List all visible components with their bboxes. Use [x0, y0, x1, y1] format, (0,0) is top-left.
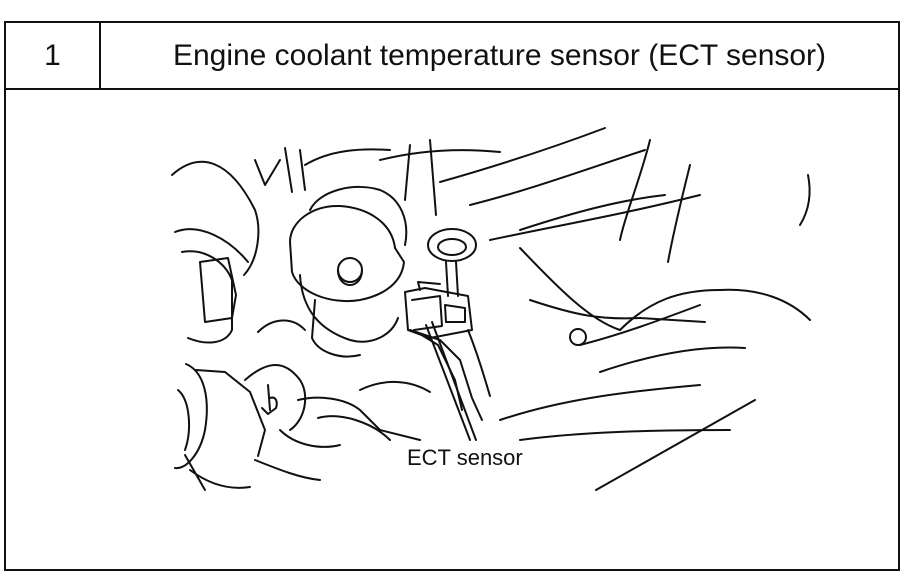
- ect-sensor-callout: ECT sensor: [407, 445, 523, 470]
- procedure-header-row: 1 Engine coolant temperature sensor (ECT…: [6, 23, 898, 90]
- procedure-table: 1 Engine coolant temperature sensor (ECT…: [4, 21, 900, 571]
- step-title: Engine coolant temperature sensor (ECT s…: [172, 38, 827, 72]
- step-number: 1: [6, 23, 101, 88]
